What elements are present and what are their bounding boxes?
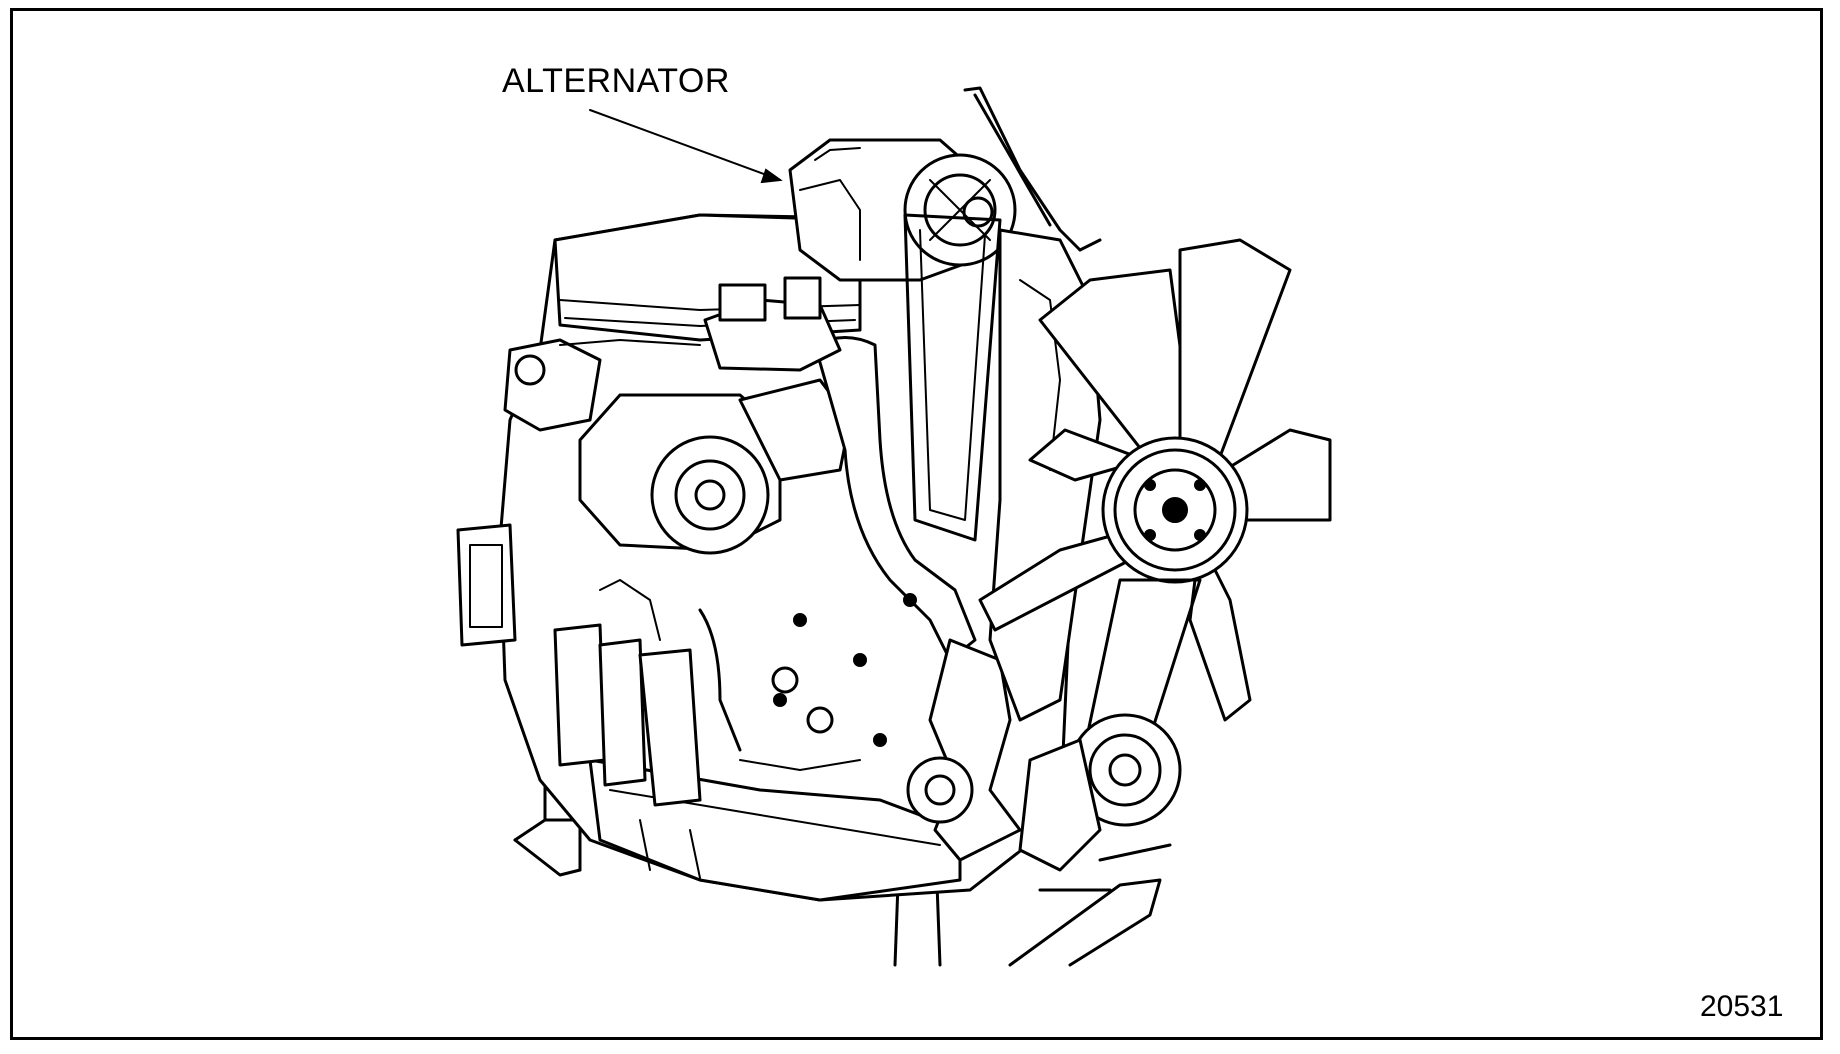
alternator-callout-label: ALTERNATOR bbox=[502, 62, 730, 100]
callout-leader bbox=[589, 109, 783, 184]
coolant-pipe bbox=[813, 336, 1022, 862]
turbocharger bbox=[578, 378, 852, 555]
crank-pulley bbox=[1018, 578, 1202, 872]
fittings bbox=[739, 593, 917, 771]
cooling-fan bbox=[978, 238, 1332, 722]
upper-manifold bbox=[559, 276, 842, 372]
drive-belt bbox=[903, 213, 1002, 542]
figure-number: 20531 bbox=[1700, 990, 1784, 1023]
fan-hub bbox=[1101, 436, 1249, 584]
alternator bbox=[788, 86, 1102, 282]
left-side-details bbox=[456, 338, 742, 807]
